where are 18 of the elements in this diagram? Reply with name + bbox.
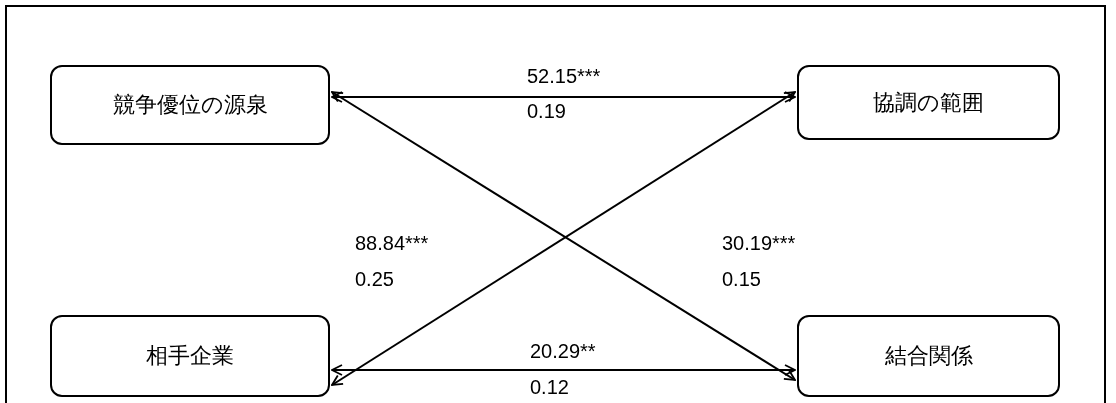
double-arrow [331,91,796,103]
coefficient-label: 30.19*** [722,232,796,255]
concept-box [50,315,330,397]
coefficient-label: 20.29** [530,340,596,363]
double-arrow [331,364,796,376]
node-label: 相手企業 [146,342,234,370]
coefficient-label: 0.25 [355,268,394,291]
concept-box [50,65,330,145]
concept-box [797,65,1060,140]
coefficient-label: 0.19 [527,100,566,123]
node-label: 競争優位の源泉 [112,91,268,119]
coefficient-label: 88.84*** [355,232,429,255]
node-label: 結合関係 [884,342,973,370]
coefficient-label: 0.15 [722,268,761,291]
node-label: 協調の範囲 [873,88,984,117]
coefficient-label: 0.12 [530,376,569,399]
coefficient-label: 52.15*** [527,65,601,88]
concept-box [797,315,1060,397]
